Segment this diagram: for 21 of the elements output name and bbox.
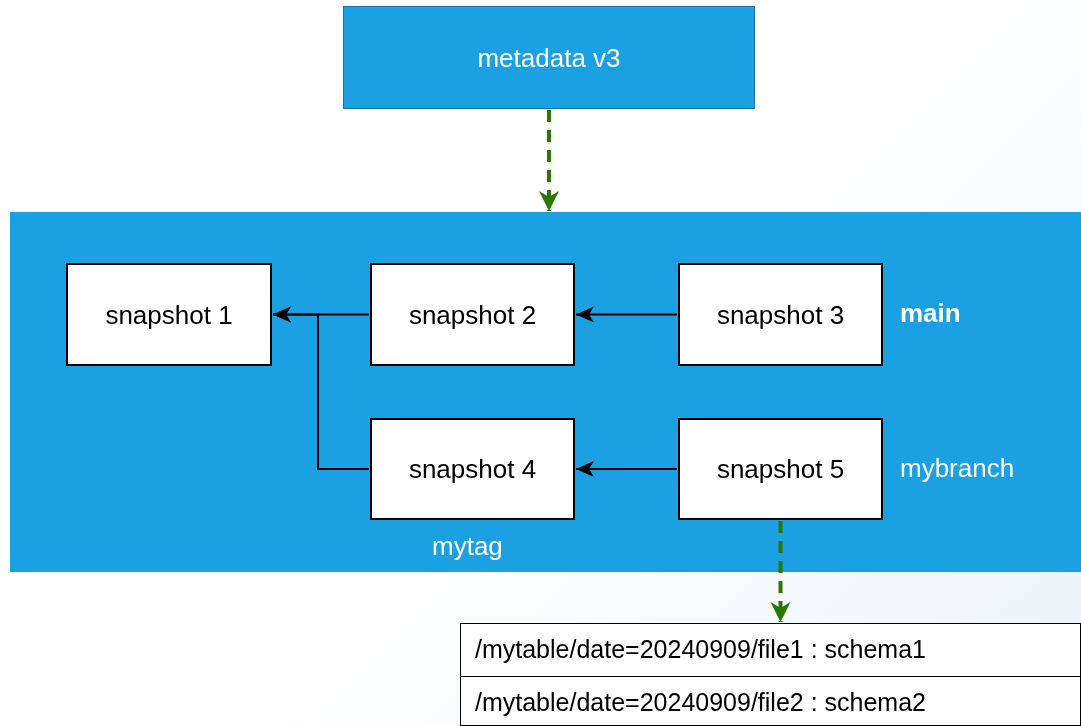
group-panel <box>10 212 1081 572</box>
node-label: snapshot 5 <box>715 453 846 485</box>
process-box <box>343 6 755 109</box>
branch-label: mybranch <box>900 453 1015 484</box>
arrow <box>575 461 678 477</box>
node-label: snapshot 3 <box>715 299 846 330</box>
dashed-arrow <box>539 110 559 211</box>
node-label: metadata v3 <box>476 42 622 73</box>
process-box <box>66 263 272 366</box>
arrow <box>575 306 678 323</box>
table-box <box>460 623 1081 726</box>
node-label: snapshot 2 <box>407 299 538 330</box>
branch-label: mytag <box>432 531 503 562</box>
node-label: snapshot 1 <box>104 299 234 330</box>
branch-label: main <box>900 298 961 329</box>
table-row-text: /mytable/date=20240909/file1 : schema1 <box>474 634 927 665</box>
node-label: snapshot 4 <box>407 453 538 485</box>
arrow <box>272 306 370 470</box>
dashed-arrow <box>770 521 791 622</box>
table-row: /mytable/date=20240909/file2 : schema2 <box>461 675 1080 726</box>
process-box <box>370 263 575 366</box>
